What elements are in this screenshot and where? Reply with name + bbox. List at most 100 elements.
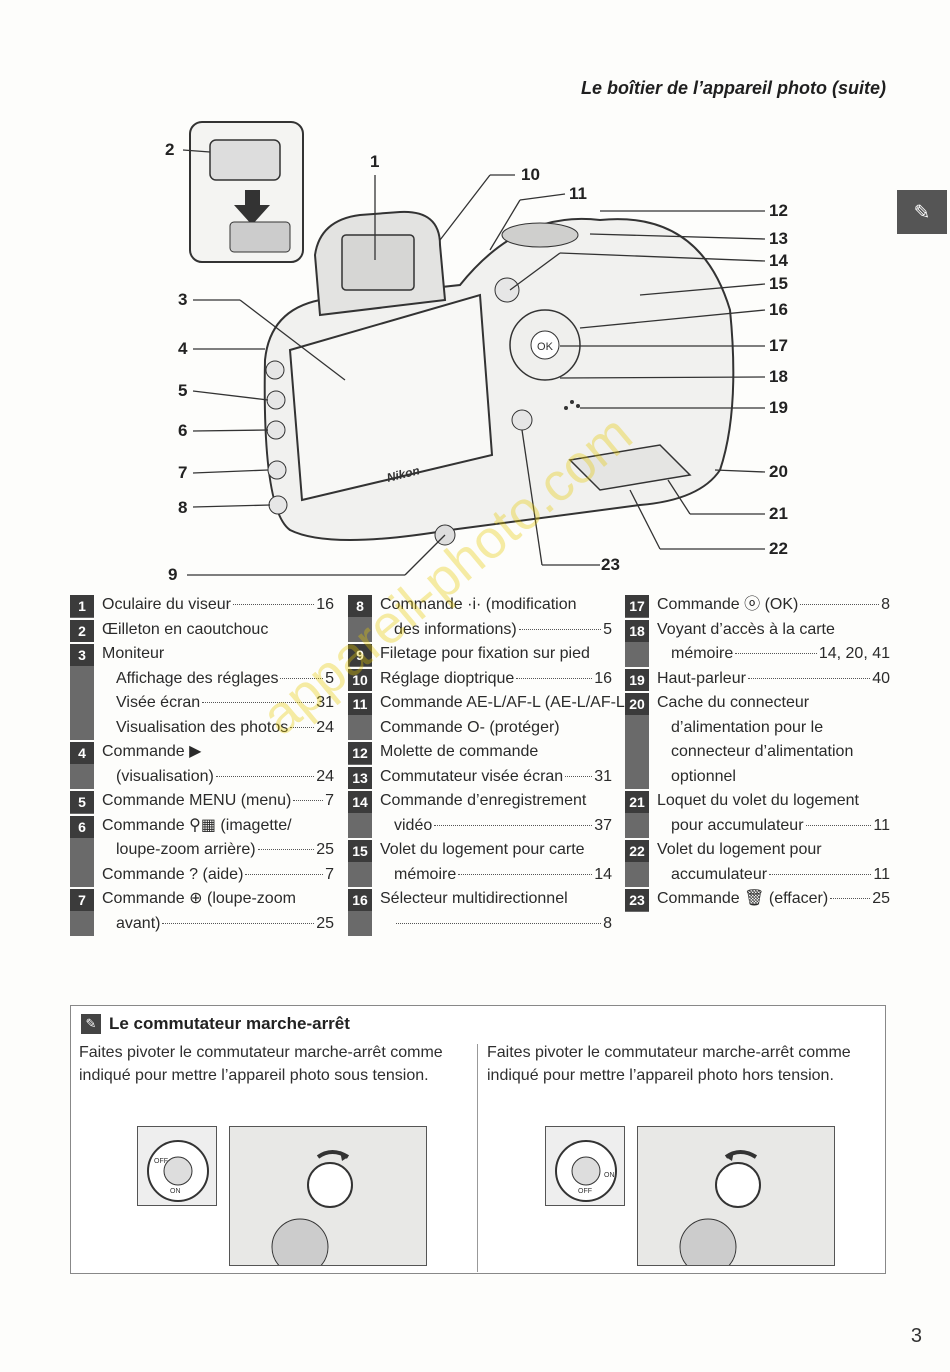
legend-text: Commande ·i· (modification — [380, 596, 577, 613]
legend-page-ref: 25 — [872, 890, 890, 907]
section-tab: ✎ — [897, 190, 947, 234]
legend-text: Commande ? (aide) — [102, 865, 244, 883]
legend-line: Commande MENU (menu)7 — [102, 789, 334, 814]
callout-8: 8 — [178, 498, 188, 517]
callout-10: 10 — [521, 165, 540, 184]
legend-text: Visualisation des photos — [116, 718, 289, 736]
leader-dots — [434, 824, 593, 826]
legend-text: Filetage pour fixation sur pied — [380, 645, 590, 662]
leader-dots — [202, 702, 315, 703]
leader-dots — [458, 873, 593, 875]
legend-number: 7 — [70, 889, 94, 911]
legend-page-ref: 24 — [316, 718, 334, 736]
leader-dots — [769, 873, 872, 875]
legend-text: Loquet du volet du logement — [657, 792, 859, 809]
legend-text: d’alimentation pour le — [671, 718, 824, 736]
legend-number: 2 — [70, 619, 94, 642]
callout-4: 4 — [178, 339, 188, 358]
legend-text: Commande d’enregistrement — [380, 792, 587, 809]
camera-top-photo-off — [637, 1126, 835, 1266]
legend-line: Moniteur — [102, 642, 334, 667]
legend-number: 4 — [70, 742, 94, 764]
legend-line: optionnel — [657, 765, 890, 790]
legend-line: Commande ⓞ (OK)8 — [657, 593, 890, 618]
legend-number: 21 — [625, 791, 649, 813]
legend-page-ref: 16 — [316, 596, 334, 613]
legend-line: Oculaire du viseur 16 — [102, 593, 334, 618]
legend-page-ref: 40 — [872, 669, 890, 687]
page-header-title: Le boîtier de l’appareil photo (suite) — [580, 78, 886, 98]
legend-text: Cache du connecteur — [657, 694, 810, 711]
callout-18: 18 — [769, 367, 788, 386]
legend-page-ref: 31 — [594, 767, 612, 785]
leader-dots — [518, 628, 602, 630]
page-number: 3 — [910, 1325, 922, 1347]
legend-line: Commande d’enregistrement — [380, 789, 612, 814]
legend-line: Visualisation des photos 24 — [102, 716, 334, 741]
callout-2: 2 — [165, 140, 175, 159]
legend-line: Loquet du volet du logement — [657, 789, 890, 814]
switch-label-on: ON — [170, 1188, 181, 1195]
legend-line: Commande ⚲▦ (imagette/ — [102, 814, 334, 839]
legend-text: Volet du logement pour carte — [380, 841, 585, 858]
legend-line: loupe-zoom arrière)25 — [102, 838, 334, 863]
legend-text: (visualisation) — [116, 767, 214, 785]
note-text-on: Faites pivoter le commutateur marche-arr… — [79, 1044, 443, 1084]
legend-line: Sélecteur multidirectionnel — [380, 887, 612, 912]
legend-line: Commande ·i· (modification — [380, 593, 612, 618]
camera-illustration: OK Nikon — [182, 121, 766, 576]
camera-back-diagram: OK Nikon — [0, 110, 950, 590]
callout-20: 20 — [769, 462, 788, 481]
legend-page-ref: 11 — [873, 865, 890, 883]
switch-closeup-on: OFF ON — [137, 1126, 217, 1206]
legend-line: Commande O‑ (protéger) — [380, 716, 612, 741]
legend-line: accumulateur 11 — [657, 863, 890, 888]
callout-7: 7 — [178, 463, 188, 482]
legend-text: Réglage dioptrique — [380, 669, 515, 687]
leader-dots — [257, 849, 315, 850]
legend-text: accumulateur — [671, 865, 768, 883]
legend-line: Commande AE-L/AF-L (AE-L/AF-L) — [380, 691, 630, 716]
callout-3: 3 — [178, 290, 188, 309]
switch-closeup-off: OFF ON — [545, 1126, 625, 1206]
legend-text: Commutateur visée écran — [380, 767, 564, 785]
legend-page-ref: 5 — [325, 669, 334, 687]
switch-label-on-right: ON — [604, 1172, 615, 1179]
legend-number: 8 — [348, 595, 372, 617]
legend-text: Commande ▶ — [102, 743, 202, 760]
pencil-icon: ✎ — [81, 1014, 101, 1034]
callout-13: 13 — [769, 229, 788, 248]
legend-text: Oculaire du viseur — [102, 596, 231, 613]
legend-text: Voyant d’accès à la carte — [657, 620, 835, 638]
legend-page-ref: 31 — [316, 694, 334, 711]
legend-text: avant) — [116, 914, 161, 932]
legend-number: 19 — [625, 668, 649, 691]
legend-page-ref: 8 — [881, 596, 890, 613]
legend-text: Volet du logement pour — [657, 841, 822, 858]
leader-dots — [396, 922, 602, 924]
leader-dots — [565, 775, 593, 777]
legend-page-ref: 37 — [594, 816, 612, 834]
legend-number: 9 — [348, 644, 372, 666]
legend-text: mémoire — [671, 645, 734, 662]
ok-button-label: OK — [537, 341, 554, 353]
